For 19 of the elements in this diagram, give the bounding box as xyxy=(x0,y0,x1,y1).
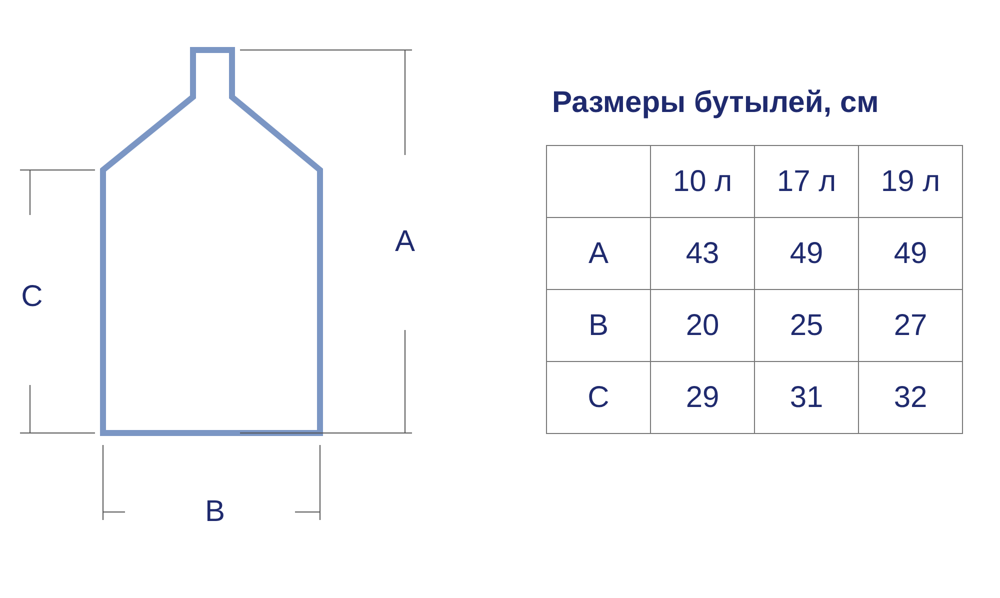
table-cell: 29 xyxy=(686,380,720,414)
table-cell: 49 xyxy=(894,236,928,270)
table-cell: 49 xyxy=(790,236,824,270)
table-header-cell: B xyxy=(588,308,608,342)
table-header-cell: C xyxy=(588,380,610,414)
table-cell: 32 xyxy=(894,380,928,414)
table-cell: 31 xyxy=(790,380,824,414)
table-header-cell: A xyxy=(588,236,608,270)
table-header-cell: 19 л xyxy=(880,164,940,198)
dimension-label: B xyxy=(205,495,225,529)
table-header-cell: 17 л xyxy=(776,164,836,198)
dimension-label: C xyxy=(21,280,43,314)
table-cell: 25 xyxy=(790,308,824,342)
table-cell: 43 xyxy=(686,236,720,270)
table-cell: 27 xyxy=(894,308,928,342)
table-title: Размеры бутылей, см xyxy=(552,86,879,120)
dimension-label: A xyxy=(395,225,415,259)
table-header-cell: 10 л xyxy=(672,164,732,198)
table-cell: 20 xyxy=(686,308,720,342)
